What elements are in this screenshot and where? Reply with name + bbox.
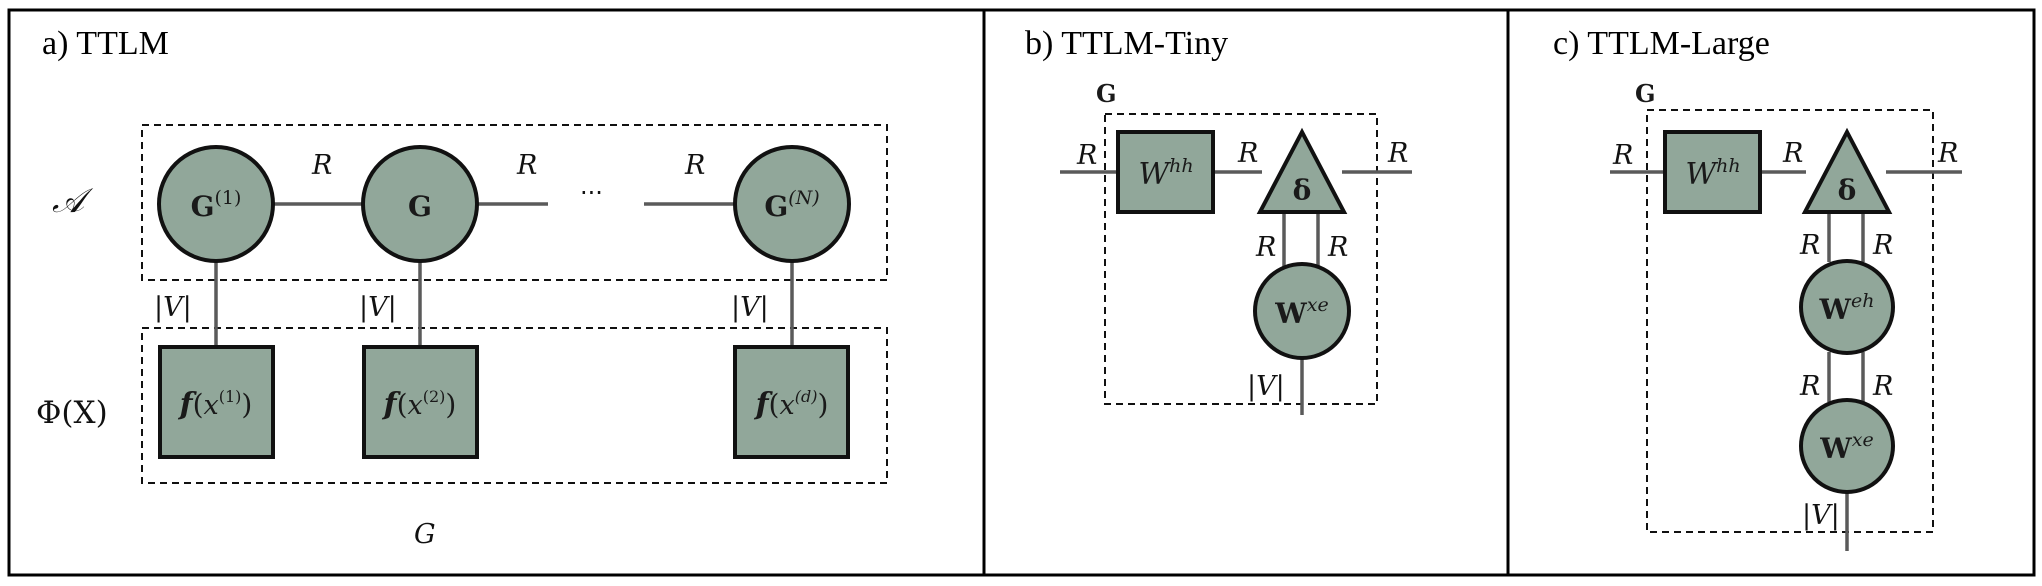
feature-label-n: f(x(d)) (754, 387, 829, 422)
core-label-1: G(1) (191, 187, 242, 223)
feature-node-1 (158, 345, 275, 459)
panel-a-bottom-label: G (414, 519, 436, 550)
core-label-n: G(N) (764, 187, 819, 223)
panel-b-r-mid: R (1237, 138, 1258, 169)
feature-label-2: f(x(2)) (382, 387, 457, 422)
panel-c-r-right: R (1937, 138, 1958, 169)
phys-label-1: |V| (154, 292, 192, 323)
core-node-n (733, 145, 851, 263)
panel-c-wxe-label: Wxe (1819, 429, 1873, 465)
panel-b-delta-label: δ (1293, 174, 1312, 207)
panel-c-delta-label: δ (1838, 174, 1857, 207)
panel-b-wxe-label: Wxe (1274, 294, 1328, 330)
panel-a: a) TTLM 𝒜 Φ(X) R R R ... |V| |V| |V| G(1… (36, 25, 888, 550)
row-label-cores: 𝒜 (52, 181, 94, 221)
panel-c-delta-node (1801, 127, 1893, 214)
panel-b: b) TTLM-Tiny G Whh δ Wxe R R R R R |V| (1025, 25, 1412, 415)
panel-c-weh-node (1799, 259, 1895, 355)
panel-c-whh-label: Whh (1685, 155, 1740, 192)
panel-c-title: c) TTLM-Large (1553, 25, 1770, 62)
panel-b-r-right: R (1387, 138, 1408, 169)
bond-label-2: R (516, 150, 537, 181)
panel-c-dashed-box (1646, 109, 1934, 533)
feature-node-2 (362, 345, 479, 459)
panel-c-r-upper-l: R (1799, 230, 1820, 261)
features-dashed-box (141, 327, 888, 484)
bond-label-3: R (684, 150, 705, 181)
core-node-2 (361, 145, 479, 263)
feature-node-n (733, 345, 850, 459)
panel-b-delta-node (1256, 127, 1348, 214)
panel-c-r-upper-r: R (1872, 230, 1893, 261)
panel-b-r-down-l: R (1255, 232, 1276, 263)
ellipsis: ... (580, 172, 603, 200)
panel-c-r-lower-l: R (1799, 371, 1820, 402)
panel-b-title: b) TTLM-Tiny (1025, 25, 1228, 62)
panel-c-phys-label: |V| (1802, 500, 1840, 531)
panel-c: c) TTLM-Large G Whh δ Weh Wxe R R R R R (1553, 25, 1962, 551)
cores-dashed-box (141, 124, 888, 281)
panel-c-r-lower-r: R (1872, 371, 1893, 402)
panel-c-wxe-node (1799, 398, 1895, 494)
bond-label-1: R (311, 150, 332, 181)
panel-b-dashed-box (1104, 113, 1378, 405)
phys-label-n: |V| (731, 292, 769, 323)
panel-b-r-down-r: R (1327, 232, 1348, 263)
panel-b-box-label: G (1096, 79, 1117, 108)
panel-c-r-left: R (1612, 140, 1633, 171)
panel-b-phys-label: |V| (1247, 371, 1285, 402)
panel-c-r-mid: R (1782, 138, 1803, 169)
panel-b-r-left: R (1076, 140, 1097, 171)
phys-label-2: |V| (359, 292, 397, 323)
panel-c-weh-label: Weh (1819, 290, 1875, 326)
panel-b-whh-node (1116, 130, 1215, 214)
feature-label-1: f(x(1)) (178, 387, 253, 422)
panel-b-whh-label: Whh (1138, 155, 1193, 192)
panel-b-wxe-node (1253, 262, 1351, 360)
panel-c-whh-node (1663, 130, 1762, 214)
panel-c-box-label: G (1635, 79, 1656, 108)
figure-frame (7, 8, 2036, 577)
panel-a-title: a) TTLM (42, 25, 169, 62)
core-label-2: G (408, 190, 432, 223)
row-label-features: Φ(X) (36, 395, 108, 431)
core-node-1 (157, 145, 275, 263)
